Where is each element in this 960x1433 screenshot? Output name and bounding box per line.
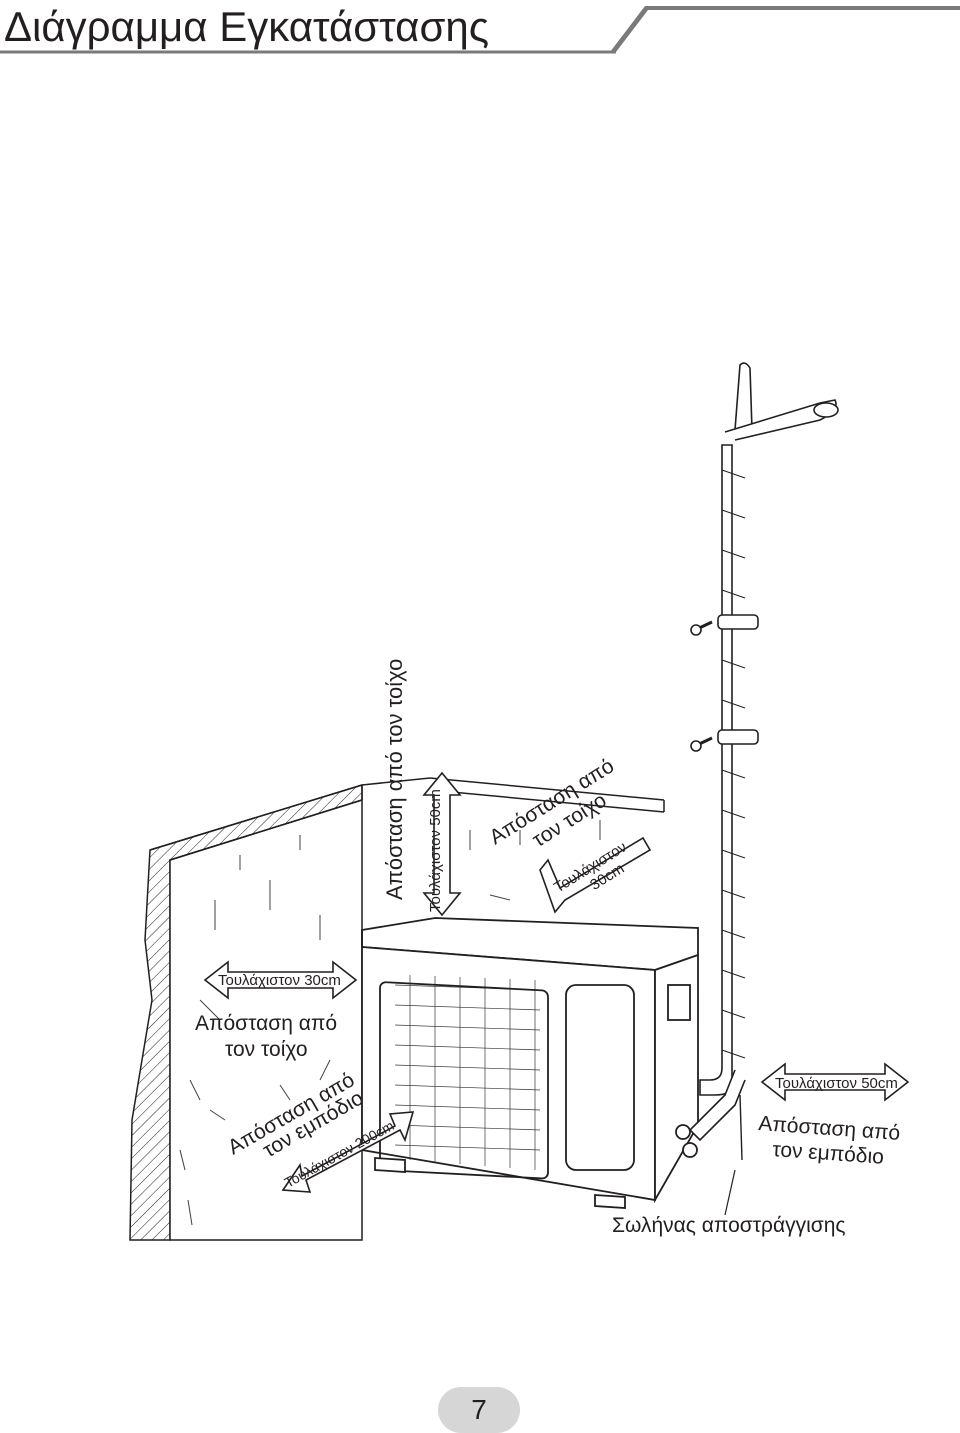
arrow-back-right-clearance <box>539 836 652 914</box>
side-panel <box>565 984 635 1171</box>
pipe-clamp-upper <box>717 614 759 630</box>
outdoor-unit <box>361 917 699 1209</box>
service-valves <box>675 1124 698 1158</box>
label-left-distance-1: Απόσταση από <box>195 1012 337 1035</box>
label-top-min: Τουλάχιστον 50cm <box>427 789 444 912</box>
page-number: 7 <box>471 1394 487 1425</box>
arrow-right-clearance <box>760 1062 910 1102</box>
left-wall <box>129 783 363 1241</box>
page-number-badge: 7 <box>438 1387 520 1433</box>
drain-hose <box>739 1094 743 1161</box>
drain-hose-leader <box>724 1169 736 1216</box>
terminal-cover <box>667 984 691 1021</box>
unit-foot-left <box>374 1157 406 1173</box>
arrow-front-clearance <box>281 1111 415 1193</box>
fan-grille <box>379 981 549 1180</box>
label-right-min: Τουλάχιστον 50cm <box>775 1075 898 1092</box>
label-top-wall-distance: Απόσταση από τον τοίχο <box>382 659 407 900</box>
header-bar-graphic <box>0 6 960 54</box>
label-left-distance-2: τον τοίχο <box>225 1038 308 1061</box>
back-wall <box>361 777 665 901</box>
screw-upper <box>690 620 713 636</box>
refrigerant-piping <box>688 362 839 1216</box>
unit-foot-right <box>594 1194 626 1209</box>
wall-sleeve-cap <box>734 362 753 431</box>
label-left-min: Τουλάχιστον 30cm <box>218 972 341 989</box>
label-drain-hose: Σωλήνας αποστράγγισης <box>612 1214 846 1237</box>
fan-grille-lines <box>394 975 541 1170</box>
screw-lower <box>690 736 713 752</box>
page-header: Διάγραμμα Εγκατάστασης <box>0 0 960 60</box>
pipe-clamp-lower <box>717 729 759 745</box>
arrow-left-clearance <box>203 960 358 1000</box>
page-title: Διάγραμμα Εγκατάστασης <box>4 3 489 50</box>
arrow-top-clearance <box>422 771 462 917</box>
